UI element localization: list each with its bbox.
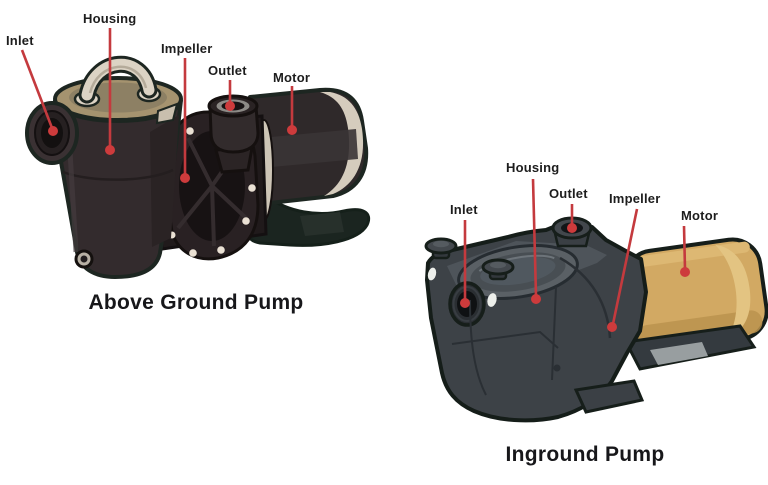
leader-inground-inlet — [460, 220, 470, 308]
label-above-motor: Motor — [273, 70, 311, 85]
motor-gold — [623, 237, 768, 353]
lid-handle — [81, 58, 155, 101]
above-ground-pump-illustration — [25, 55, 370, 280]
label-above-housing: Housing — [83, 11, 137, 26]
inground-pump-illustration — [424, 216, 768, 423]
lid-knob-right — [481, 258, 515, 281]
outlet-collar — [208, 104, 260, 154]
tank-facet — [150, 115, 179, 247]
leader-above-housing — [105, 28, 115, 155]
label-above-impeller: Impeller — [161, 41, 213, 56]
label-inground-housing: Housing — [506, 160, 560, 175]
motor-end-band — [320, 92, 364, 196]
label-inground-motor: Motor — [681, 208, 719, 223]
flange-bolt-left — [427, 267, 437, 281]
leader-above-inlet — [20, 49, 58, 136]
label-above-outlet: Outlet — [208, 63, 247, 78]
lid-knob-left — [424, 237, 458, 260]
motor-mid-band — [250, 129, 358, 169]
housing-drain-dot — [553, 364, 561, 372]
label-inground-impeller: Impeller — [609, 191, 661, 206]
drain-plug-center — [80, 255, 88, 263]
title-inground-pump: Inground Pump — [505, 443, 665, 466]
leader-inground-motor — [680, 225, 690, 277]
leader-above-motor — [287, 86, 297, 135]
label-inground-inlet: Inlet — [450, 202, 478, 217]
label-inground-outlet: Outlet — [549, 186, 588, 201]
title-above-ground-pump: Above Ground Pump — [88, 291, 304, 314]
label-above-inlet: Inlet — [6, 33, 34, 48]
motor-foot-pad — [300, 212, 344, 236]
motor-platform-pad — [650, 342, 708, 365]
flange-bolt-mid — [487, 293, 497, 307]
leader-inground-outlet — [567, 204, 577, 233]
handle-shade — [88, 65, 148, 94]
leader-above-outlet — [225, 80, 235, 111]
housing-foot — [573, 379, 645, 414]
housing-lid — [457, 244, 579, 300]
leader-inground-housing — [531, 178, 541, 304]
inlet-ring — [452, 286, 482, 322]
leader-lines — [20, 28, 690, 332]
lid-latch — [155, 102, 179, 125]
leader-inground-impeller — [607, 208, 639, 332]
leader-above-impeller — [180, 58, 190, 183]
